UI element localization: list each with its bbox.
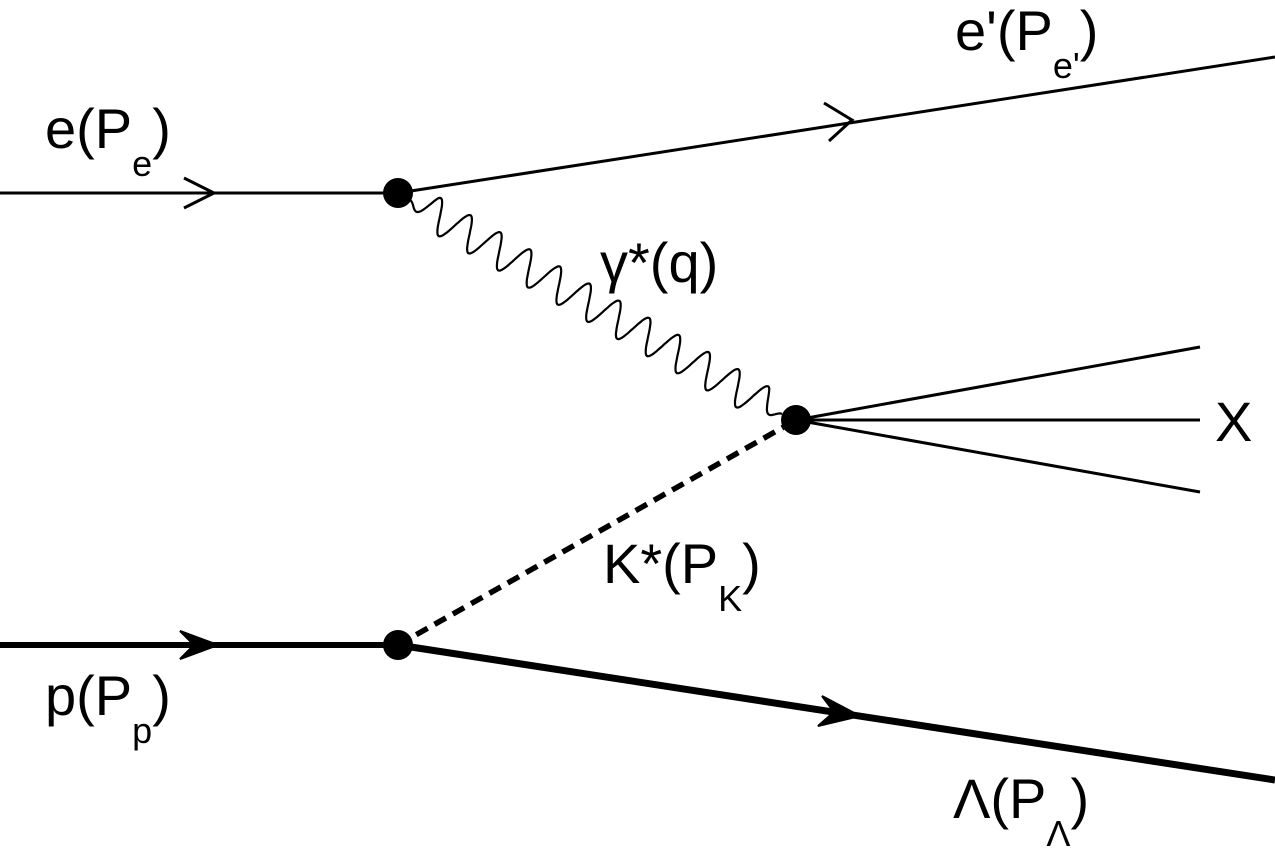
label-incoming-proton: p(Pp)	[45, 664, 171, 751]
hadron-jet-line-upper	[795, 345, 1201, 422]
label-incoming-electron: e(Pe)	[45, 97, 171, 184]
outgoing-electron-arrow	[823, 101, 855, 143]
hadron-vertex	[781, 405, 811, 435]
virtual-photon-line	[409, 196, 783, 417]
label-hadronic-system: X	[1215, 390, 1252, 453]
electron-vertex	[383, 178, 413, 208]
outgoing-electron-line	[397, 55, 1275, 195]
kaon-dashed-line	[396, 417, 798, 648]
outgoing-lambda-arrow	[817, 695, 863, 727]
label-virtual-photon: γ*(q)	[600, 231, 718, 294]
label-kaon: K*(PK)	[603, 532, 761, 619]
label-lambda: Λ(PΛ)	[953, 767, 1089, 849]
label-outgoing-electron: e'(Pe')	[955, 0, 1098, 86]
hadron-jet-line-lower	[795, 418, 1201, 494]
incoming-proton-arrow	[179, 630, 221, 660]
proton-vertex	[383, 630, 413, 660]
incoming-electron-arrow	[183, 176, 218, 210]
